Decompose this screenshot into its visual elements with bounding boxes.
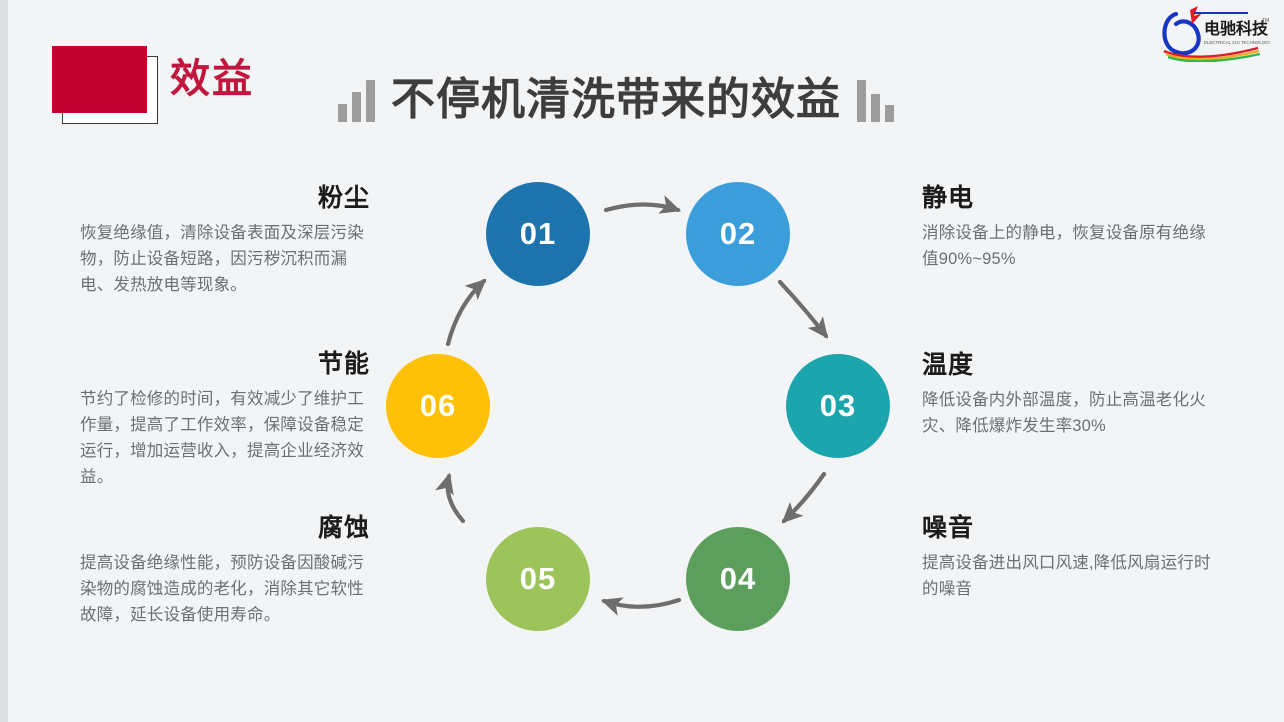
cycle-node-01-label: 01 — [519, 216, 557, 251]
cycle-node-06[interactable]: 06 — [386, 354, 490, 458]
arrow-05-to-06 — [435, 472, 466, 524]
arrow-03-to-04 — [781, 471, 827, 524]
benefit-block-energy-saving: 节能 节约了检修的时间，有效减少了维护工作量，提高了工作效率，保障设备稳定运行，… — [80, 347, 370, 490]
benefit-body-temperature: 降低设备内外部温度，防止高温老化火灾、降低爆炸发生率30% — [922, 391, 1206, 435]
benefit-block-corrosion: 腐蚀 提高设备绝缘性能，预防设备因酸碱污染物的腐蚀造成的老化，消除其它软性故障，… — [80, 511, 370, 628]
cycle-node-01[interactable]: 01 — [486, 182, 590, 286]
arrow-06-to-01 — [445, 278, 487, 347]
cycle-node-05[interactable]: 05 — [486, 527, 590, 631]
badge-label: 效益 — [170, 57, 254, 101]
benefit-title-energy-saving: 节能 — [317, 350, 370, 378]
svg-text:电驰科技: 电驰科技 — [1204, 19, 1269, 38]
cycle-node-04[interactable]: 04 — [686, 527, 790, 631]
cycle-node-02[interactable]: 02 — [686, 182, 790, 286]
benefit-title-noise: 噪音 — [922, 514, 975, 542]
benefit-title-corrosion: 腐蚀 — [317, 514, 370, 542]
benefit-title-temperature: 温度 — [922, 351, 975, 379]
arrow-02-to-03 — [777, 279, 829, 339]
benefit-block-temperature: 温度 降低设备内外部温度，防止高温老化火灾、降低爆炸发生率30% — [922, 348, 1212, 439]
section-badge: 效益 — [48, 42, 252, 132]
cycle-node-06-label: 06 — [419, 388, 457, 423]
svg-text:ELECTRICAL CHI TECHNOLOGY: ELECTRICAL CHI TECHNOLOGY — [1204, 40, 1270, 45]
cycle-node-02-label: 02 — [719, 216, 757, 251]
cycle-node-04-label: 04 — [719, 561, 757, 596]
benefit-body-energy-saving: 节约了检修的时间，有效减少了维护工作量，提高了工作效率，保障设备稳定运行，增加运… — [80, 390, 364, 486]
cycle-node-05-label: 05 — [519, 561, 557, 596]
page-title: 不停机清洗带来的效益 — [391, 75, 841, 124]
benefit-block-static: 静电 消除设备上的静电，恢复设备原有绝缘值90%~95% — [922, 181, 1212, 272]
bar-chart-ascending-icon — [338, 78, 375, 122]
cycle-node-03[interactable]: 03 — [786, 354, 890, 458]
benefit-body-static: 消除设备上的静电，恢复设备原有绝缘值90%~95% — [922, 224, 1206, 268]
benefit-title-dust: 粉尘 — [317, 184, 370, 212]
arrow-04-to-05 — [600, 597, 682, 616]
svg-text:TM: TM — [1262, 18, 1269, 24]
company-logo: 电驰科技 ELECTRICAL CHI TECHNOLOGY TM — [1162, 6, 1270, 62]
slide-title-row: 不停机清洗带来的效益 — [338, 66, 894, 128]
bar-chart-descending-icon — [857, 78, 894, 122]
benefit-block-dust: 粉尘 恢复绝缘值，清除设备表面及深层污染物，防止设备短路，因污秽沉积而漏电、发热… — [80, 181, 370, 298]
left-edge-strip — [0, 0, 8, 722]
benefit-title-static: 静电 — [922, 184, 975, 212]
benefit-block-noise: 噪音 提高设备进出风口风速,降低风扇运行时的噪音 — [922, 511, 1212, 602]
benefit-body-corrosion: 提高设备绝缘性能，预防设备因酸碱污染物的腐蚀造成的老化，消除其它软性故障，延长设… — [80, 554, 364, 624]
arrow-01-to-02 — [603, 195, 682, 214]
badge-filled-square — [52, 46, 147, 113]
benefit-body-dust: 恢复绝缘值，清除设备表面及深层污染物，防止设备短路，因污秽沉积而漏电、发热放电等… — [80, 224, 364, 294]
cycle-node-03-label: 03 — [819, 388, 857, 423]
benefit-body-noise: 提高设备进出风口风速,降低风扇运行时的噪音 — [922, 554, 1211, 598]
